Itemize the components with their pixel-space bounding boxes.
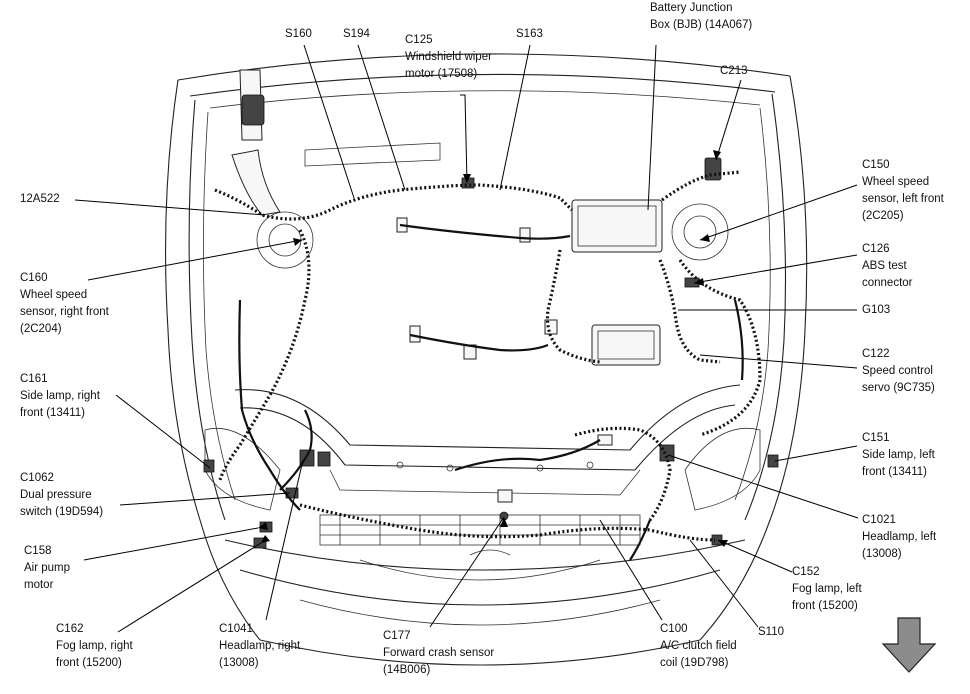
label-s110: S110 bbox=[758, 626, 785, 638]
label-c213: C213 bbox=[720, 65, 748, 77]
label-c160: C160 Wheel speed sensor, right front (2C… bbox=[20, 272, 109, 335]
vehicle-body-outline bbox=[164, 53, 808, 666]
label-c1021: C1021 Headlamp, left (13008) bbox=[862, 514, 937, 560]
label-c122: C122 Speed control servo (9C735) bbox=[862, 348, 935, 394]
label-12a522: 12A522 bbox=[20, 193, 60, 205]
label-bjb: Battery Junction Box (BJB) (14A067) bbox=[650, 2, 753, 31]
label-c162: C162 Fog lamp, right front (15200) bbox=[56, 623, 133, 669]
components bbox=[203, 69, 779, 549]
down-arrow-icon bbox=[881, 617, 937, 673]
label-c125: C125 Windshield wiper motor (17508) bbox=[405, 34, 492, 80]
label-c161: C161 Side lamp, right front (13411) bbox=[20, 373, 100, 419]
label-g103: G103 bbox=[862, 304, 891, 316]
label-c151: C151 Side lamp, left front (13411) bbox=[862, 432, 935, 478]
wiring-harness bbox=[214, 170, 762, 561]
speed-control-servo bbox=[591, 324, 661, 366]
label-c100: C100 A/C clutch field coil (19D798) bbox=[660, 623, 737, 669]
battery-junction-box bbox=[571, 199, 663, 253]
label-c152: C152 Fog lamp, left front (15200) bbox=[792, 566, 862, 612]
c213-connector bbox=[704, 157, 722, 181]
label-c126: C126 ABS test connector bbox=[862, 243, 913, 289]
label-c1041: C1041 Headlamp, right (13008) bbox=[219, 623, 301, 669]
label-s163: S163 bbox=[516, 28, 543, 40]
leader-lines bbox=[74, 44, 859, 633]
label-c1062: C1062 Dual pressure switch (19D594) bbox=[20, 472, 104, 518]
label-c177: C177 Forward crash sensor (14B006) bbox=[383, 630, 495, 676]
label-c158: C158 Air pump motor bbox=[24, 545, 71, 591]
label-s160: S160 bbox=[285, 28, 312, 40]
label-s194: S194 bbox=[343, 28, 370, 40]
label-c150: C150 Wheel speed sensor, left front (2C2… bbox=[862, 159, 944, 222]
leader-arrowheads bbox=[258, 150, 728, 547]
